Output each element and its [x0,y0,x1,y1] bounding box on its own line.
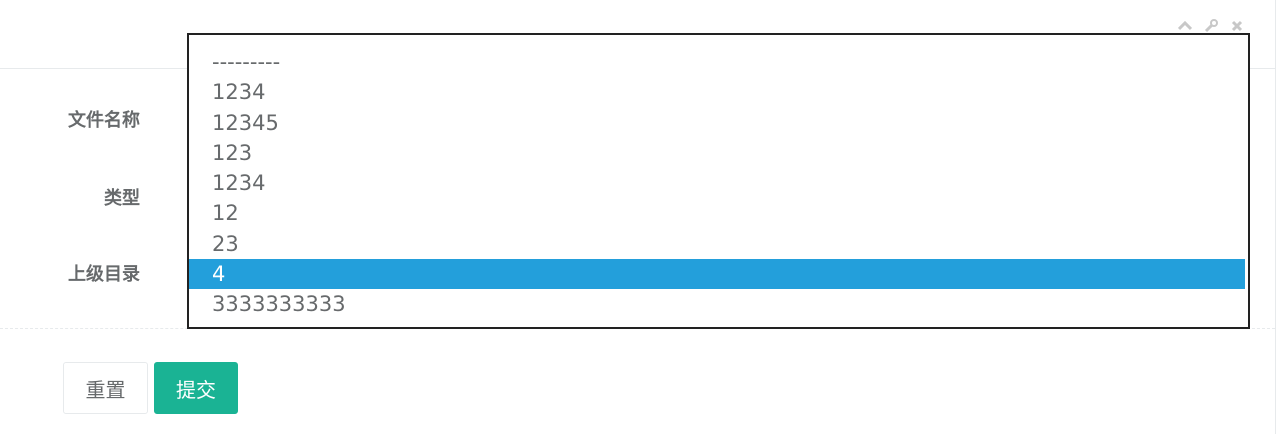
dropdown-option-selected[interactable]: 4 [189,259,1245,290]
parent-dir-dropdown-list[interactable]: --------- 1234 12345 123 1234 12 23 4 33… [187,33,1250,329]
form-row-file-name: 文件名称 [0,106,140,132]
submit-button[interactable]: 提交 [154,362,238,414]
dropdown-option[interactable]: 23 [212,231,239,256]
chevron-up-icon[interactable] [1177,18,1193,34]
panel-tools [1177,18,1245,34]
dropdown-option[interactable]: 12345 [212,110,279,135]
dropdown-option[interactable]: 12 [212,201,239,226]
type-label: 类型 [104,188,140,209]
panel-right-border [1275,0,1276,434]
form-row-type: 类型 [0,184,140,210]
dropdown-option[interactable]: 123 [212,140,253,165]
dropdown-option[interactable]: --------- [212,50,281,74]
close-icon[interactable] [1229,18,1245,34]
reset-button[interactable]: 重置 [63,362,148,414]
dropdown-option[interactable]: 1234 [212,171,266,196]
wrench-icon[interactable] [1203,18,1219,34]
parent-dir-label: 上级目录 [68,264,140,285]
file-name-label: 文件名称 [68,110,140,131]
form-row-parent-dir: 上级目录 [0,260,140,286]
dropdown-option[interactable]: 1234 [212,80,266,105]
dropdown-option[interactable]: 3333333333 [212,292,346,317]
